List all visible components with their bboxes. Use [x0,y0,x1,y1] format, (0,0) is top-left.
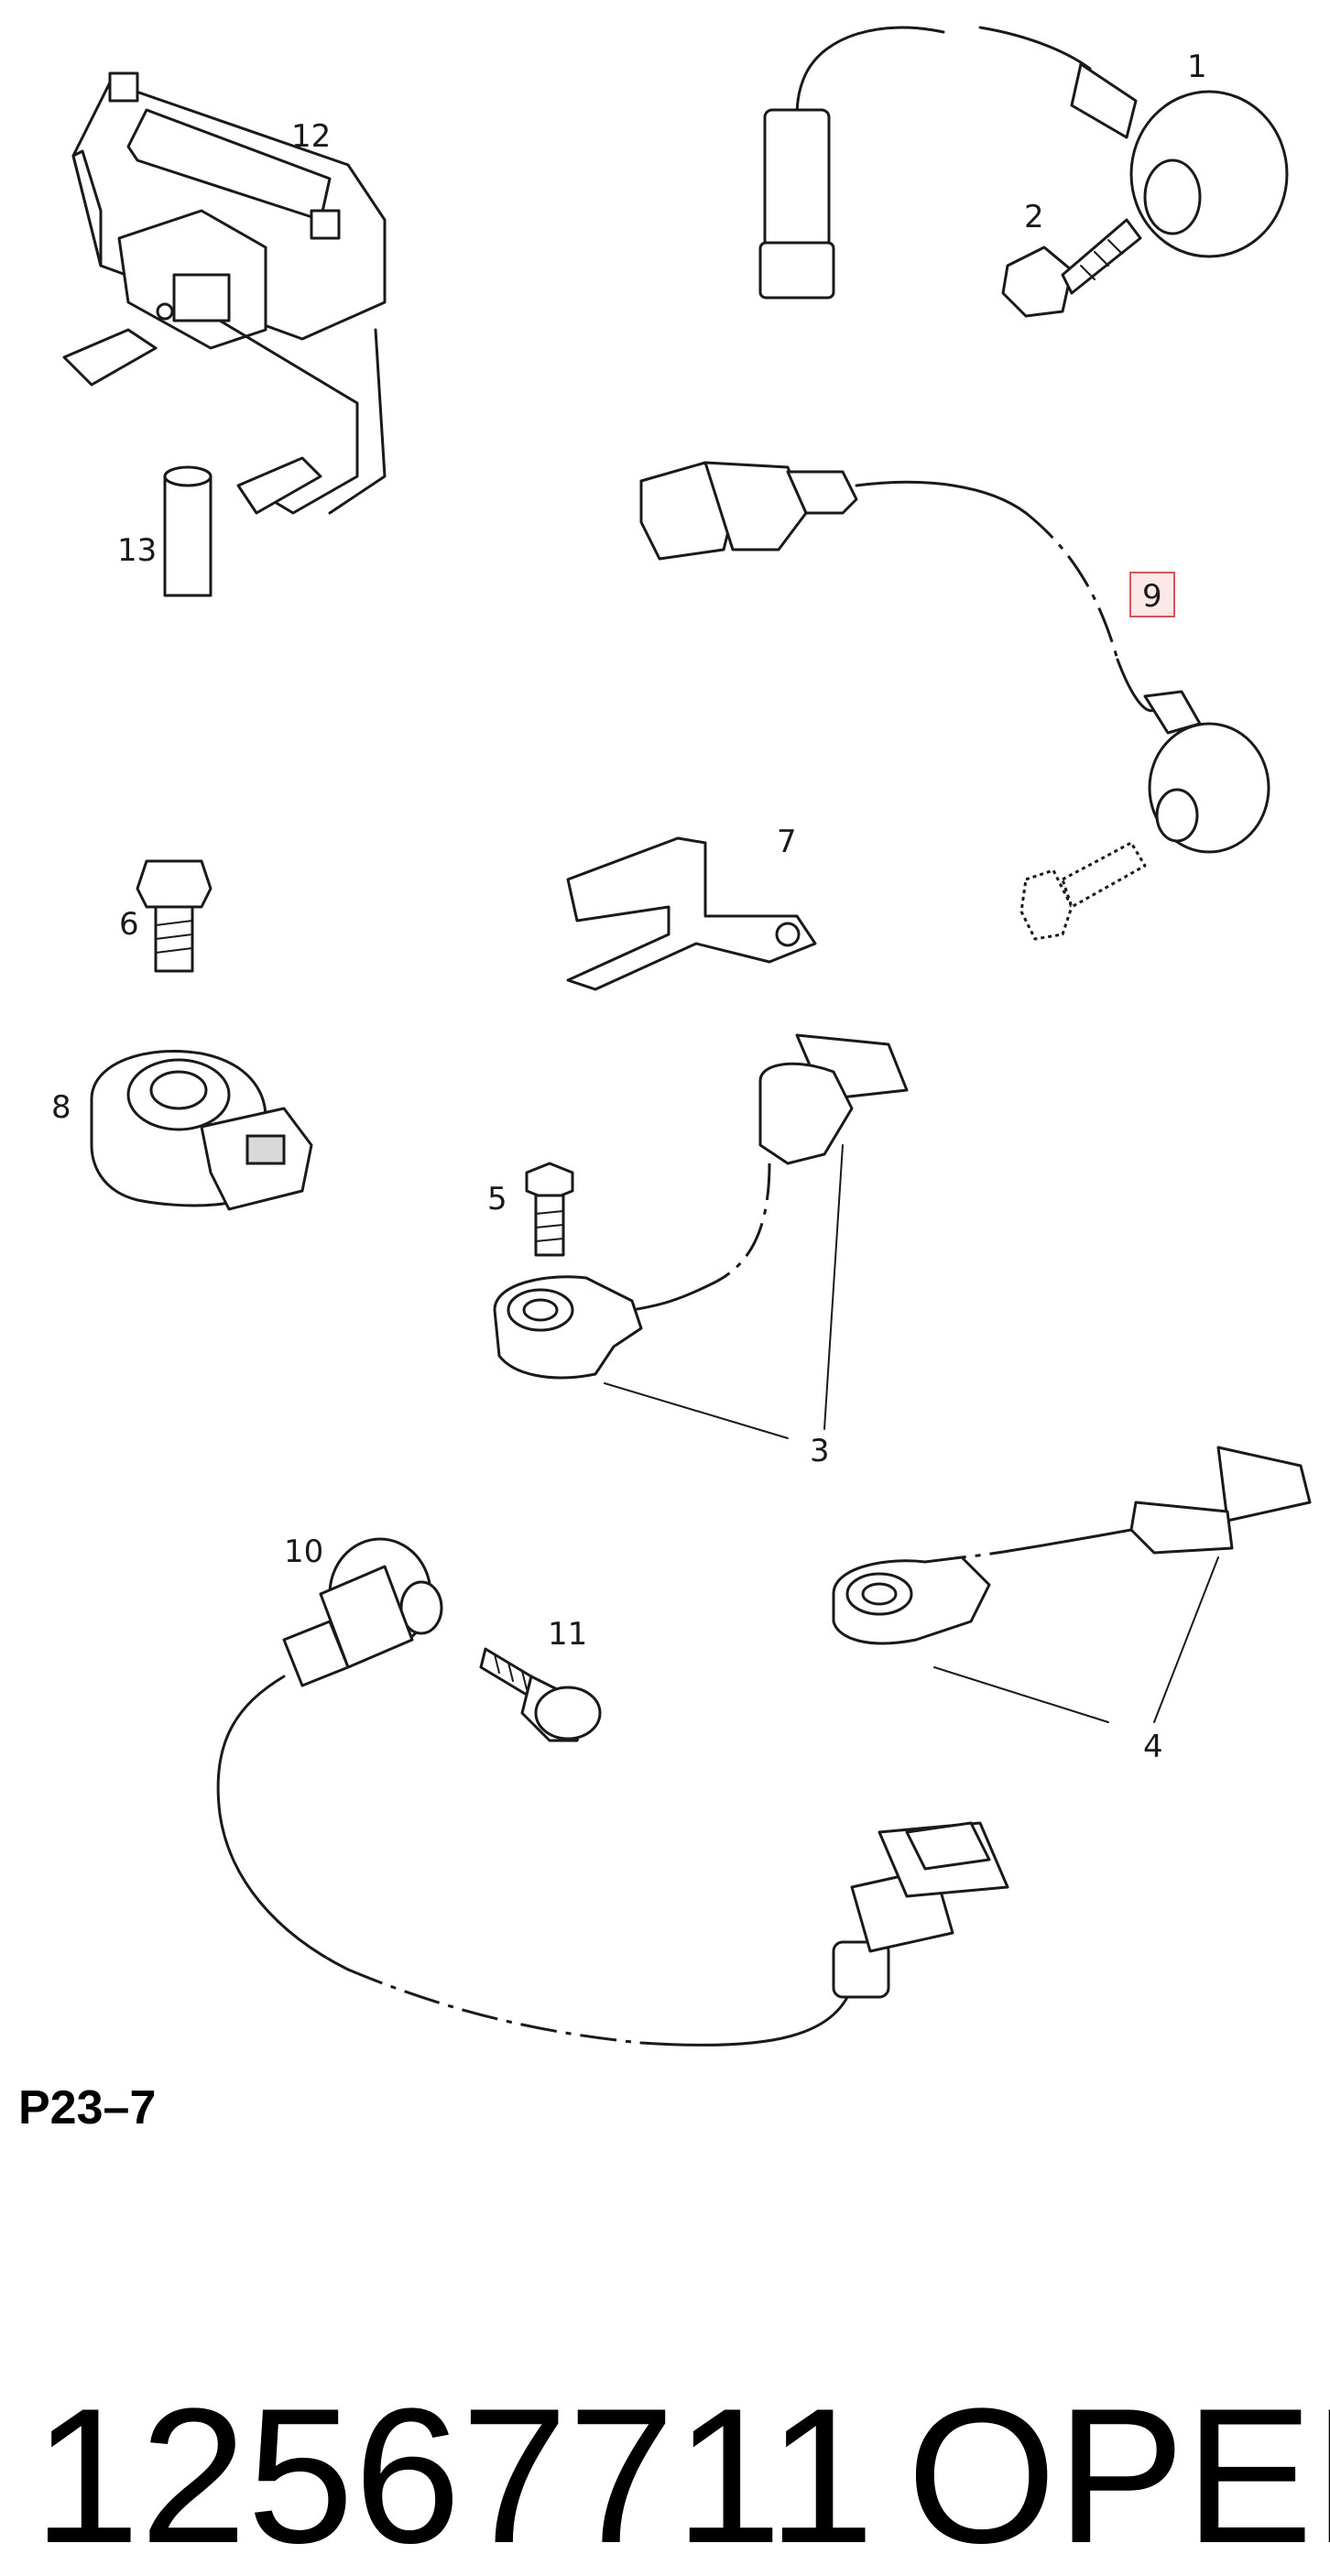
callout-12: 12 [291,118,331,155]
knock-sensor-part-9 [639,461,1270,941]
callout-3: 3 [810,1433,830,1469]
figure-reference: P23–7 [18,2081,156,2134]
callout-1: 1 [1187,49,1207,85]
knock-sensor-part-8 [90,1049,313,1211]
callout-13: 13 [117,532,157,569]
knock-sensor-part-4 [832,1446,1312,1723]
bracket-part-7 [566,836,817,991]
callout-5: 5 [487,1181,507,1217]
screw-part-11 [479,1647,602,1742]
control-module-part-12 [62,71,387,515]
callout-2: 2 [1024,199,1044,235]
callout-10: 10 [284,1534,323,1570]
bolt-part-2 [1001,218,1142,318]
knock-sensor-part-10 [216,1537,1009,2047]
hose-part-13 [163,465,213,597]
part-number: 12567711 [33,2368,875,2576]
callout-4: 4 [1143,1729,1163,1765]
bolt-part-5 [525,1162,574,1257]
callout-9: 9 [1142,578,1162,615]
brand-name: OPEL [907,2368,1330,2576]
callout-7: 7 [777,824,797,860]
knock-sensor-part-3 [493,1033,909,1439]
knock-sensor-part-1 [758,26,1289,300]
callout-6: 6 [119,906,139,943]
callout-8: 8 [51,1089,71,1126]
callout-9-highlight-box [1129,572,1175,617]
callout-11: 11 [548,1616,587,1653]
bolt-part-6 [136,859,213,973]
